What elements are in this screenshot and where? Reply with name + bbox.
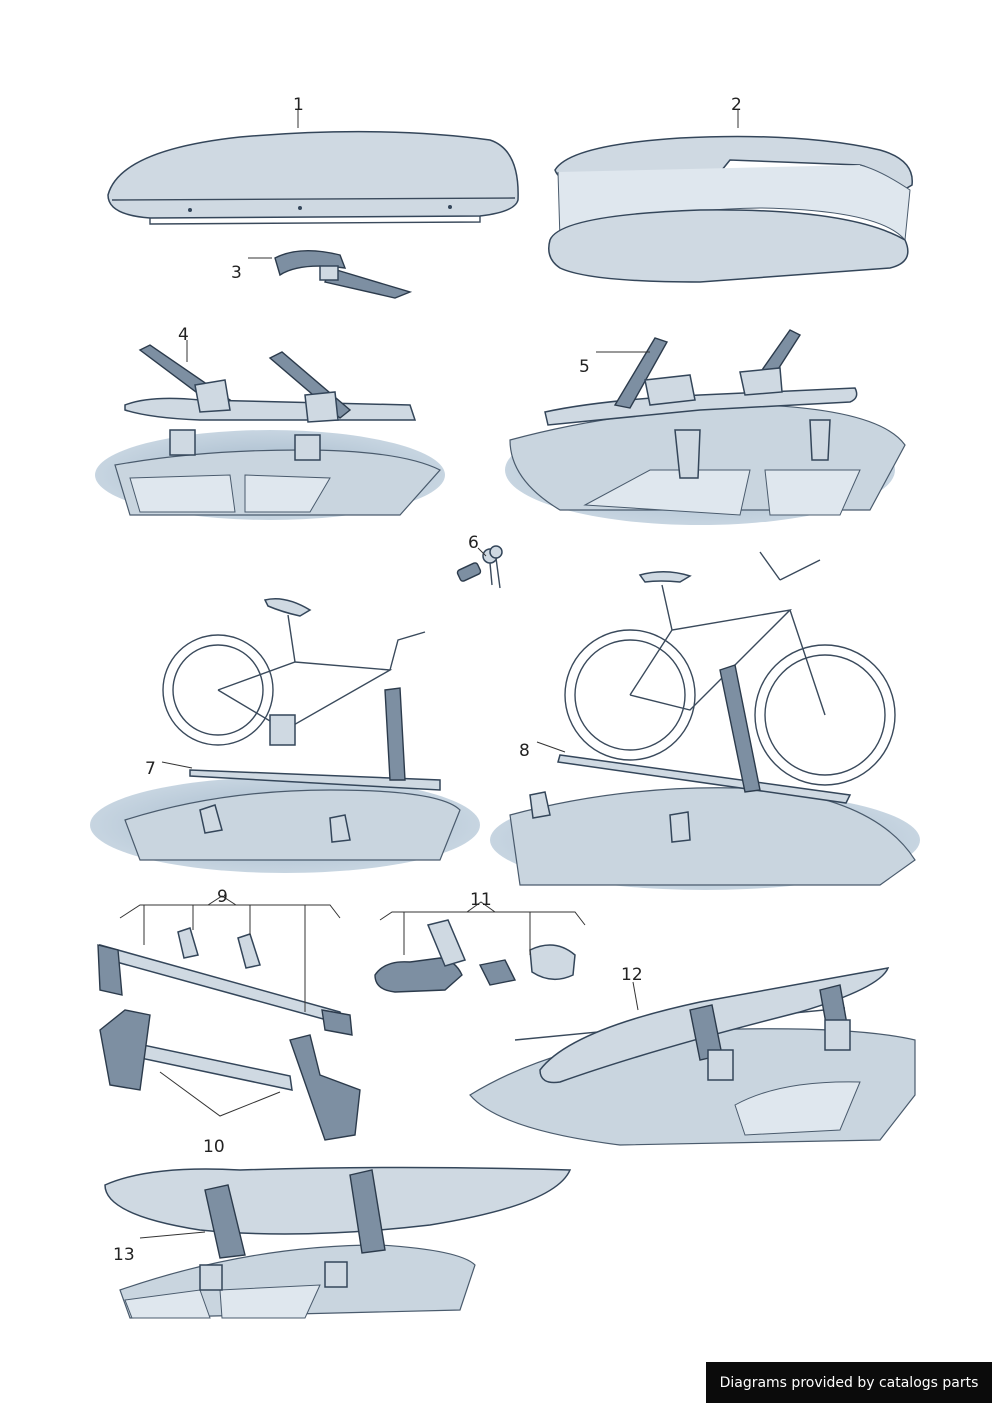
callout-5: 5 [579, 357, 590, 377]
callout-4: 4 [178, 325, 189, 345]
leader-9-bracket [119, 904, 341, 919]
kayak-holder-and-strap [374, 919, 576, 993]
leader-6 [477, 547, 487, 557]
leader-7 [161, 761, 193, 769]
callout-10: 10 [203, 1137, 225, 1157]
kayak-on-car [104, 1166, 572, 1319]
surfboard-carrier-on-car [469, 967, 916, 1146]
roof-box-open [548, 135, 913, 283]
ski-carrier-on-car [95, 344, 445, 520]
leader-9-drops [143, 905, 306, 1012]
lock-and-keys [456, 545, 503, 589]
leader-13 [139, 1231, 206, 1239]
strap [274, 249, 413, 299]
roof-bars [97, 927, 361, 1141]
leader-10 [159, 1071, 281, 1117]
callout-2: 2 [731, 95, 742, 115]
leader-11-peak [466, 901, 496, 913]
callout-6: 6 [468, 533, 479, 553]
leader-12 [632, 981, 639, 1011]
callout-9: 9 [217, 887, 228, 907]
callout-11: 11 [470, 890, 492, 910]
callout-1: 1 [293, 95, 304, 115]
leader-8 [536, 741, 566, 753]
leader-9-peak [207, 895, 237, 906]
leader-11-drops [403, 912, 531, 955]
callout-7: 7 [145, 759, 156, 779]
bike-carrier-fork-mount [90, 598, 480, 873]
callout-13: 13 [113, 1245, 135, 1265]
roof-box-closed [107, 130, 519, 225]
callout-3: 3 [231, 263, 242, 283]
footer-credit: Diagrams provided by catalogs parts [706, 1362, 992, 1403]
bike-carrier-frame-mount [490, 551, 920, 890]
callout-8: 8 [519, 741, 530, 761]
callout-12: 12 [621, 965, 643, 985]
snowboard-carrier-on-car [505, 329, 906, 525]
leader-11-bracket [379, 911, 586, 926]
